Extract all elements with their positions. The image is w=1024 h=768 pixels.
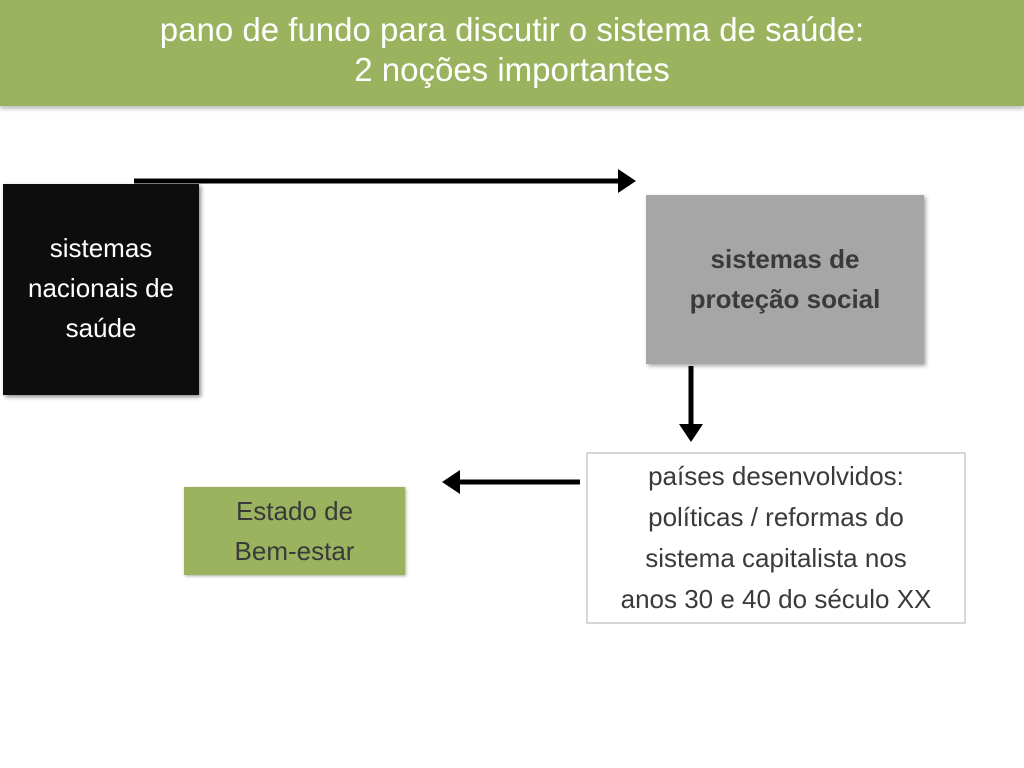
arrow-protecao-to-paises bbox=[679, 366, 703, 442]
title-bar: pano de fundo para discutir o sistema de… bbox=[0, 0, 1024, 106]
title-line-1: pano de fundo para discutir o sistema de… bbox=[159, 11, 865, 48]
node-paises-desenvolvidos: países desenvolvidos: políticas / reform… bbox=[586, 452, 966, 624]
node-sistemas-nacionais-de-saude: sistemas nacionais de saúde bbox=[3, 184, 199, 395]
node-protecao-social-label: sistemas de proteção social bbox=[689, 244, 881, 314]
title-line-2: 2 noções importantes bbox=[354, 51, 670, 88]
node-paises-desenvolvidos-label: países desenvolvidos: políticas / reform… bbox=[620, 461, 932, 614]
node-estado-de-bem-estar: Estado de Bem-estar bbox=[184, 487, 405, 575]
node-sistemas-nacionais-label: sistemas nacionais de saúde bbox=[28, 233, 174, 343]
node-estado-bem-estar-label: Estado de Bem-estar bbox=[234, 496, 355, 566]
arrow-paises-to-estado bbox=[442, 470, 580, 494]
arrow-sistemas-to-protecao bbox=[134, 169, 636, 193]
node-sistemas-de-protecao-social: sistemas de proteção social bbox=[646, 195, 924, 364]
